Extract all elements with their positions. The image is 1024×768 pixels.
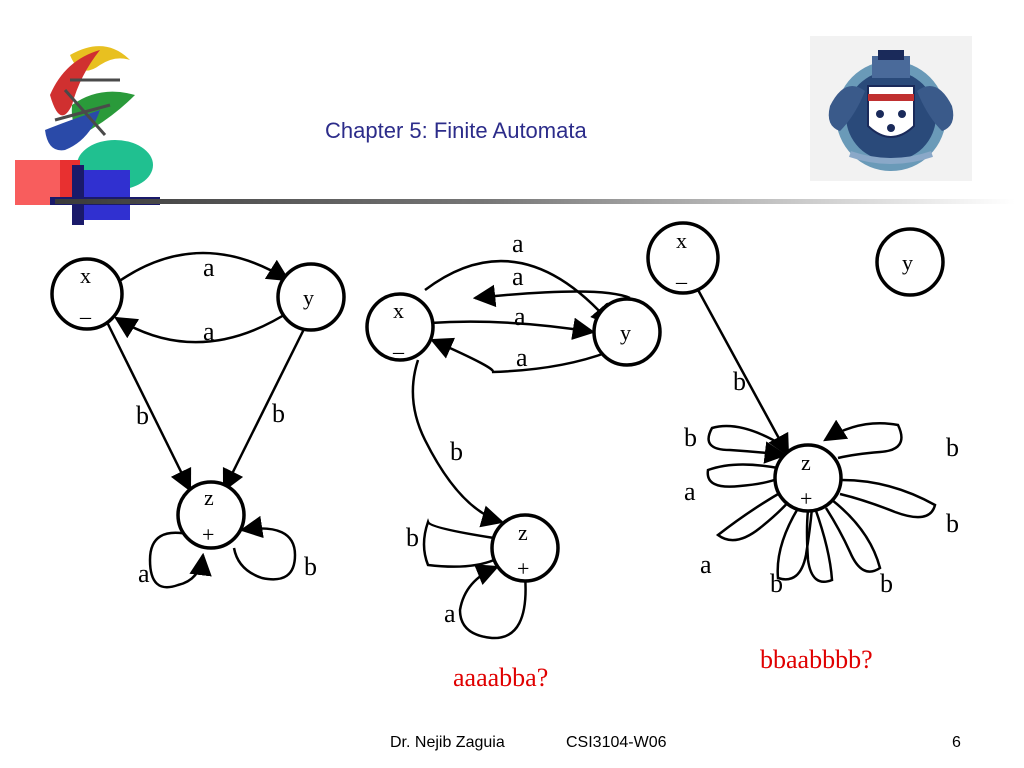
label-2-a4: a (516, 343, 528, 372)
loop-3-l8 (805, 507, 834, 583)
loop-3-l3 (715, 488, 793, 542)
label-3-x-z: b (733, 367, 746, 396)
label-2-z-loop-top: b (406, 523, 419, 552)
state-3-z (773, 443, 843, 513)
state-2-x (365, 292, 435, 362)
footer-course: CSI3104-W06 (566, 734, 667, 751)
state-x-start-mark: _ (79, 296, 92, 321)
loop-z-right (232, 515, 297, 581)
edge-x-z (104, 319, 192, 493)
state-2-x-start-mark: _ (392, 331, 405, 356)
label-y-z: b (272, 399, 285, 428)
state-x-name: x (80, 263, 91, 288)
label-x-z: b (136, 401, 149, 430)
edge-2-a2 (472, 284, 631, 308)
state-z-final-mark: + (202, 522, 214, 547)
automaton-2 (365, 259, 662, 640)
state-z-name: z (204, 485, 214, 510)
loop-z-left (148, 531, 212, 589)
state-x (50, 257, 124, 331)
edge-2-a4 (429, 337, 609, 374)
label-z-loop-right: b (304, 552, 317, 581)
state-3-x-name: x (676, 228, 687, 253)
state-3-y-name: y (902, 250, 913, 275)
loop-2-z-top (422, 518, 495, 568)
automaton-3 (646, 221, 945, 583)
edge-x-y (117, 251, 290, 284)
label-3-l1: b (684, 423, 697, 452)
state-3-y (875, 227, 945, 297)
state-2-y (592, 297, 662, 367)
state-3-x (646, 221, 720, 295)
title-divider (55, 199, 1015, 204)
loop-2-z-bottom (458, 564, 527, 640)
loop-3-l5 (823, 419, 903, 460)
loop-3-l2 (706, 463, 781, 488)
state-2-z (490, 513, 560, 583)
label-3-l3: a (700, 550, 712, 579)
state-2-z-name: z (518, 520, 528, 545)
label-2-a2: a (512, 262, 524, 291)
state-3-z-name: z (801, 450, 811, 475)
state-3-z-final-mark: + (800, 486, 812, 511)
footer-page-number: 6 (952, 734, 961, 751)
question-string-3: bbaabbbb? (760, 645, 873, 674)
state-2-x-name: x (393, 298, 404, 323)
label-2-x-z: b (450, 437, 463, 466)
label-2-a1: a (512, 229, 524, 258)
edge-2-a1 (424, 259, 614, 327)
loop-3-l4 (776, 504, 814, 581)
edge-2-x-z (411, 359, 505, 528)
slide-title: Chapter 5: Finite Automata (325, 118, 587, 143)
label-3-l5: b (880, 569, 893, 598)
edge-y-x (114, 308, 293, 344)
label-y-x: a (203, 317, 215, 346)
label-x-y: a (203, 253, 215, 282)
state-3-x-start-mark: _ (675, 261, 688, 286)
state-y (276, 262, 346, 332)
edge-2-a3 (429, 317, 596, 340)
label-2-z-loop-bottom: a (444, 599, 456, 628)
edge-y-z (222, 324, 308, 493)
label-3-l2: a (684, 477, 696, 506)
label-2-a3: a (514, 302, 526, 331)
label-3-l6: b (946, 433, 959, 462)
edge-3-x-z (695, 287, 790, 457)
label-z-loop-left: a (138, 559, 150, 588)
question-string-2: aaaabba? (453, 663, 548, 692)
state-y-name: y (303, 285, 314, 310)
label-3-l4: b (770, 569, 783, 598)
university-crest (810, 36, 972, 181)
footer-author: Dr. Nejib Zaguia (390, 734, 505, 751)
state-2-z-final-mark: + (517, 556, 529, 581)
automaton-1 (50, 251, 346, 589)
state-2-y-name: y (620, 320, 631, 345)
loop-3-l1 (707, 424, 788, 464)
state-z (176, 480, 246, 550)
loop-3-l6 (839, 478, 937, 519)
loop-3-l7 (824, 499, 882, 573)
label-3-l7: b (946, 509, 959, 538)
